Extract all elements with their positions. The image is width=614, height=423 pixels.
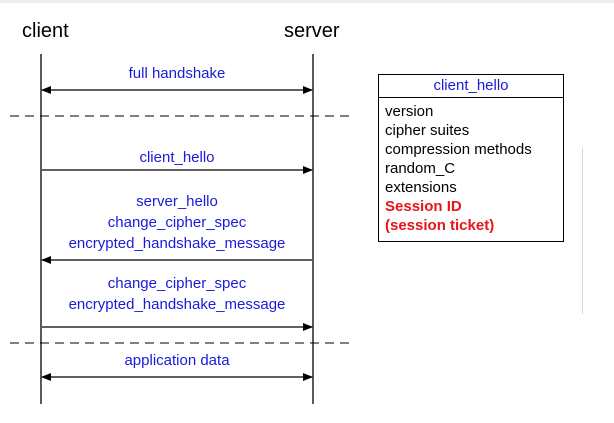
client-hello-box-title: client_hello xyxy=(379,75,563,98)
server-lane-title: server xyxy=(284,20,340,42)
client-lane-title: client xyxy=(22,20,69,42)
client-hello-structure-box: client_hello version cipher suites compr… xyxy=(378,74,564,242)
server-reply-label: server_hello change_cipher_spec encrypte… xyxy=(41,191,313,254)
field-cipher-suites: cipher suites xyxy=(385,122,470,139)
client-finish-label: change_cipher_spec encrypted_handshake_m… xyxy=(41,273,313,315)
change-cipher-spec-line: change_cipher_spec xyxy=(107,214,247,231)
field-version: version xyxy=(385,103,434,120)
field-extensions: extensions xyxy=(385,179,457,196)
right-bracket-artifact xyxy=(582,148,583,314)
encrypted-handshake-line: encrypted_handshake_message xyxy=(68,235,286,252)
client-hello-fields: version cipher suites compression method… xyxy=(379,98,563,235)
field-session-id: Session ID xyxy=(385,198,462,215)
server-hello-line: server_hello xyxy=(136,193,218,210)
client-hello-label: client_hello xyxy=(139,149,215,166)
client-encrypted-handshake-line: encrypted_handshake_message xyxy=(68,296,286,313)
top-artifact-strip xyxy=(0,0,614,3)
field-random-c: random_C xyxy=(385,160,456,177)
application-data-label: application data xyxy=(124,352,230,369)
field-compression-methods: compression methods xyxy=(385,141,532,158)
full-handshake-label: full handshake xyxy=(128,65,226,82)
client-change-cipher-spec-line: change_cipher_spec xyxy=(107,275,247,292)
field-session-ticket: (session ticket) xyxy=(385,217,495,234)
